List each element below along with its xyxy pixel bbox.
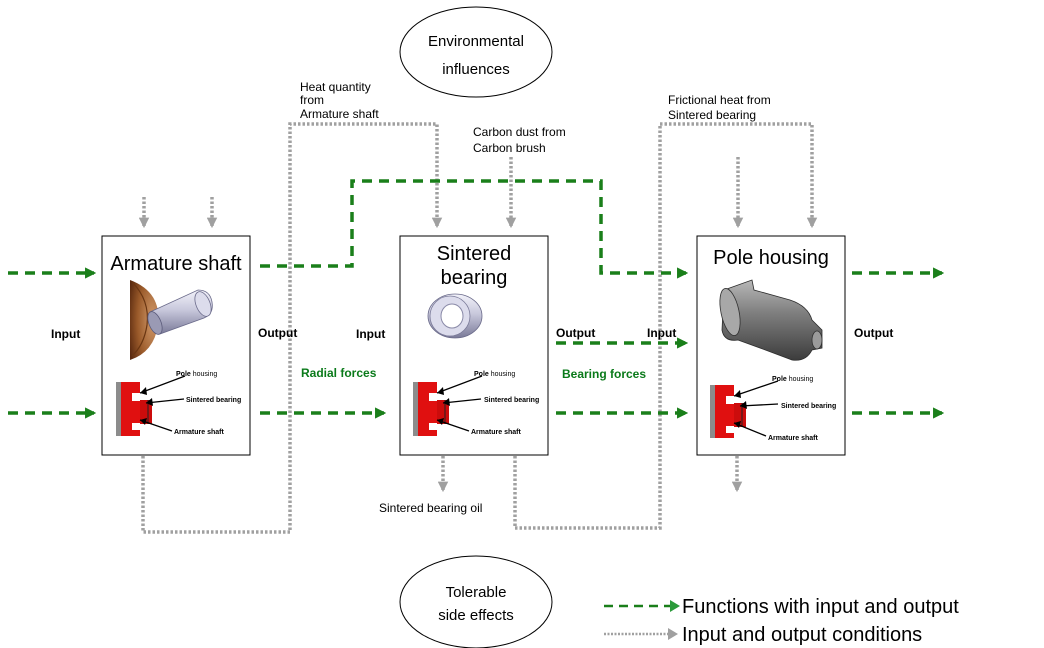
heat-quantity-line1: Heat quantity	[300, 80, 371, 94]
sintered-bearing-image	[427, 293, 483, 339]
armature-sintered-bearing-label: Sintered bearing	[186, 397, 241, 404]
armature-shaft-title: Armature shaft	[110, 253, 242, 275]
armature-shaft-box: Armature shaft Pole housing Sintered bea…	[101, 235, 251, 456]
frictional-heat-line1: Frictional heat from	[668, 93, 771, 107]
output-label-sintered: Output	[556, 326, 595, 340]
sintered-title-line1: Sintered	[437, 243, 512, 265]
radial-forces-label: Radial forces	[301, 366, 377, 380]
legend: Functions with input and output Input an…	[604, 596, 959, 646]
tolerable-line1: Tolerable	[446, 584, 507, 601]
condition-lines	[138, 122, 818, 534]
sintered-bearing-box: Sintered bearing Pole housing Sintered b…	[399, 235, 549, 456]
pole-housing-box: Pole housing Pole housing Sintered beari…	[696, 235, 846, 456]
legend-gray-arrow-icon	[668, 628, 678, 640]
svg-text:Pole housing: Pole housing	[772, 376, 813, 383]
sintered-pole-housing-rest: housing	[489, 371, 516, 378]
output-label-armature: Output	[258, 326, 297, 340]
armature-pole-housing-rest: housing	[191, 371, 218, 378]
carbon-dust-line1: Carbon dust from	[473, 125, 566, 139]
input-label-armature: Input	[51, 327, 80, 341]
sintered-bearing-oil-label: Sintered bearing oil	[379, 501, 482, 515]
sintered-pole-housing-bold: Pole	[474, 371, 489, 378]
sintered-sintered-bearing-label: Sintered bearing	[484, 397, 539, 404]
legend-green-arrow-icon	[670, 600, 680, 612]
environmental-influences-ellipse: Environmental influences	[399, 6, 553, 98]
pole-housing-schematic: Pole housing Sintered bearing Armature s…	[710, 376, 836, 442]
frictional-heat-line2: Sintered bearing	[668, 108, 756, 122]
function-lines	[8, 179, 945, 419]
armature-pole-housing-bold: Pole	[176, 371, 191, 378]
environmental-line2: influences	[442, 61, 510, 78]
legend-functions-label: Functions with input and output	[682, 596, 959, 618]
carbon-dust-line2: Carbon brush	[473, 141, 546, 155]
pole-sintered-bearing-label: Sintered bearing	[781, 403, 836, 410]
svg-text:Pole housing: Pole housing	[176, 371, 217, 378]
tolerable-line2: side effects	[438, 607, 514, 624]
tolerable-side-effects-ellipse: Tolerable side effects	[399, 555, 553, 648]
input-label-pole: Input	[647, 326, 676, 340]
armature-shaft-image	[130, 280, 213, 360]
heat-quantity-line2: from	[300, 93, 324, 107]
pole-armature-shaft-label: Armature shaft	[768, 435, 818, 442]
heat-quantity-line3: Armature shaft	[300, 107, 379, 121]
armature-armature-shaft-label: Armature shaft	[174, 429, 224, 436]
pole-pole-housing-rest: housing	[787, 376, 814, 383]
bearing-forces-label: Bearing forces	[562, 367, 646, 381]
armature-shaft-schematic: Pole housing Sintered bearing Armature s…	[116, 371, 241, 436]
annotations: Heat quantity from Armature shaft Carbon…	[300, 80, 771, 515]
legend-conditions-label: Input and output conditions	[682, 624, 922, 646]
pole-housing-title: Pole housing	[713, 247, 829, 269]
pole-housing-image	[719, 279, 823, 361]
io-labels: Input Output Input Output Input Output	[51, 326, 893, 341]
pole-pole-housing-bold: Pole	[772, 376, 787, 383]
input-label-sintered: Input	[356, 327, 385, 341]
sintered-title-line2: bearing	[441, 267, 508, 289]
environmental-line1: Environmental	[428, 33, 524, 50]
sintered-bearing-schematic: Pole housing Sintered bearing Armature s…	[413, 371, 539, 436]
legend-conditions: Input and output conditions	[604, 624, 922, 646]
sintered-armature-shaft-label: Armature shaft	[471, 429, 521, 436]
svg-text:Pole housing: Pole housing	[474, 371, 515, 378]
output-label-pole: Output	[854, 326, 893, 340]
legend-functions: Functions with input and output	[604, 596, 959, 618]
